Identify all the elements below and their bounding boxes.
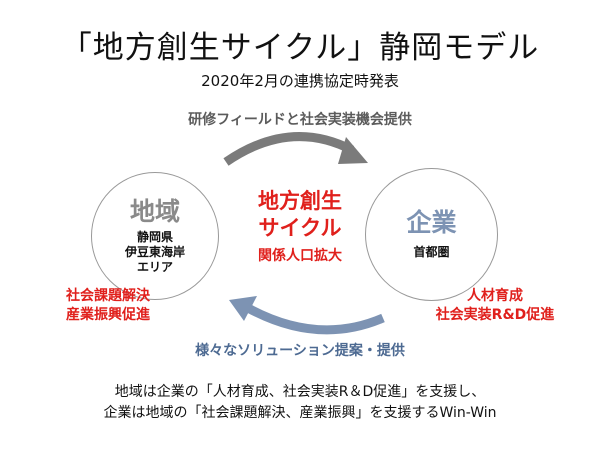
- page-subtitle: 2020年2月の連携協定時発表: [201, 72, 399, 90]
- company-heading: 企業: [406, 208, 457, 237]
- page-title: 「地方創生サイクル」静岡モデル: [60, 30, 540, 66]
- company-lines: 首都圏: [365, 243, 498, 260]
- region-lines: 静岡県 伊豆東海岸 エリア: [91, 230, 219, 275]
- company-benefits: 人材育成 社会実装R&D促進: [405, 287, 585, 325]
- company-circle: [365, 168, 498, 301]
- region-line: 静岡県: [136, 230, 173, 244]
- flow-bottom-label: 様々なソリューション提案・提供: [195, 343, 405, 359]
- company-line: 首都圏: [413, 245, 450, 259]
- center-title-line: 地方創生: [258, 189, 342, 213]
- center-title-line: サイクル: [258, 216, 342, 240]
- bottom-cycle-arrowhead: [229, 296, 257, 321]
- footer-line: 企業は地域の「社会課題解決、産業振興」を支援するWin-Win: [103, 405, 497, 421]
- footer-line: 地域は企業の「人材育成、社会実装R＆D促進」を支援し、: [114, 384, 486, 400]
- region-heading: 地域: [129, 197, 180, 226]
- bottom-cycle-arrow: [245, 304, 385, 335]
- top-cycle-arrowhead: [338, 137, 368, 164]
- region-benefit: 社会課題解決: [66, 288, 150, 304]
- flow-top-label: 研修フィールドと社会実装機会提供: [188, 112, 412, 128]
- top-cycle-arrow: [223, 132, 355, 166]
- center-subtitle: 関係人口拡大: [258, 248, 342, 264]
- company-benefit: 社会実装R&D促進: [435, 307, 555, 323]
- region-benefits: 社会課題解決 産業振興促進: [38, 287, 178, 325]
- region-line: 伊豆東海岸: [124, 245, 185, 259]
- center-title: 地方創生 サイクル: [215, 188, 385, 242]
- region-benefit: 産業振興促進: [66, 307, 150, 323]
- company-benefit: 人材育成: [467, 288, 523, 304]
- region-line: エリア: [136, 260, 173, 274]
- footer-summary: 地域は企業の「人材育成、社会実装R＆D促進」を支援し、 企業は地域の「社会課題解…: [0, 382, 600, 424]
- region-circle: [91, 172, 219, 300]
